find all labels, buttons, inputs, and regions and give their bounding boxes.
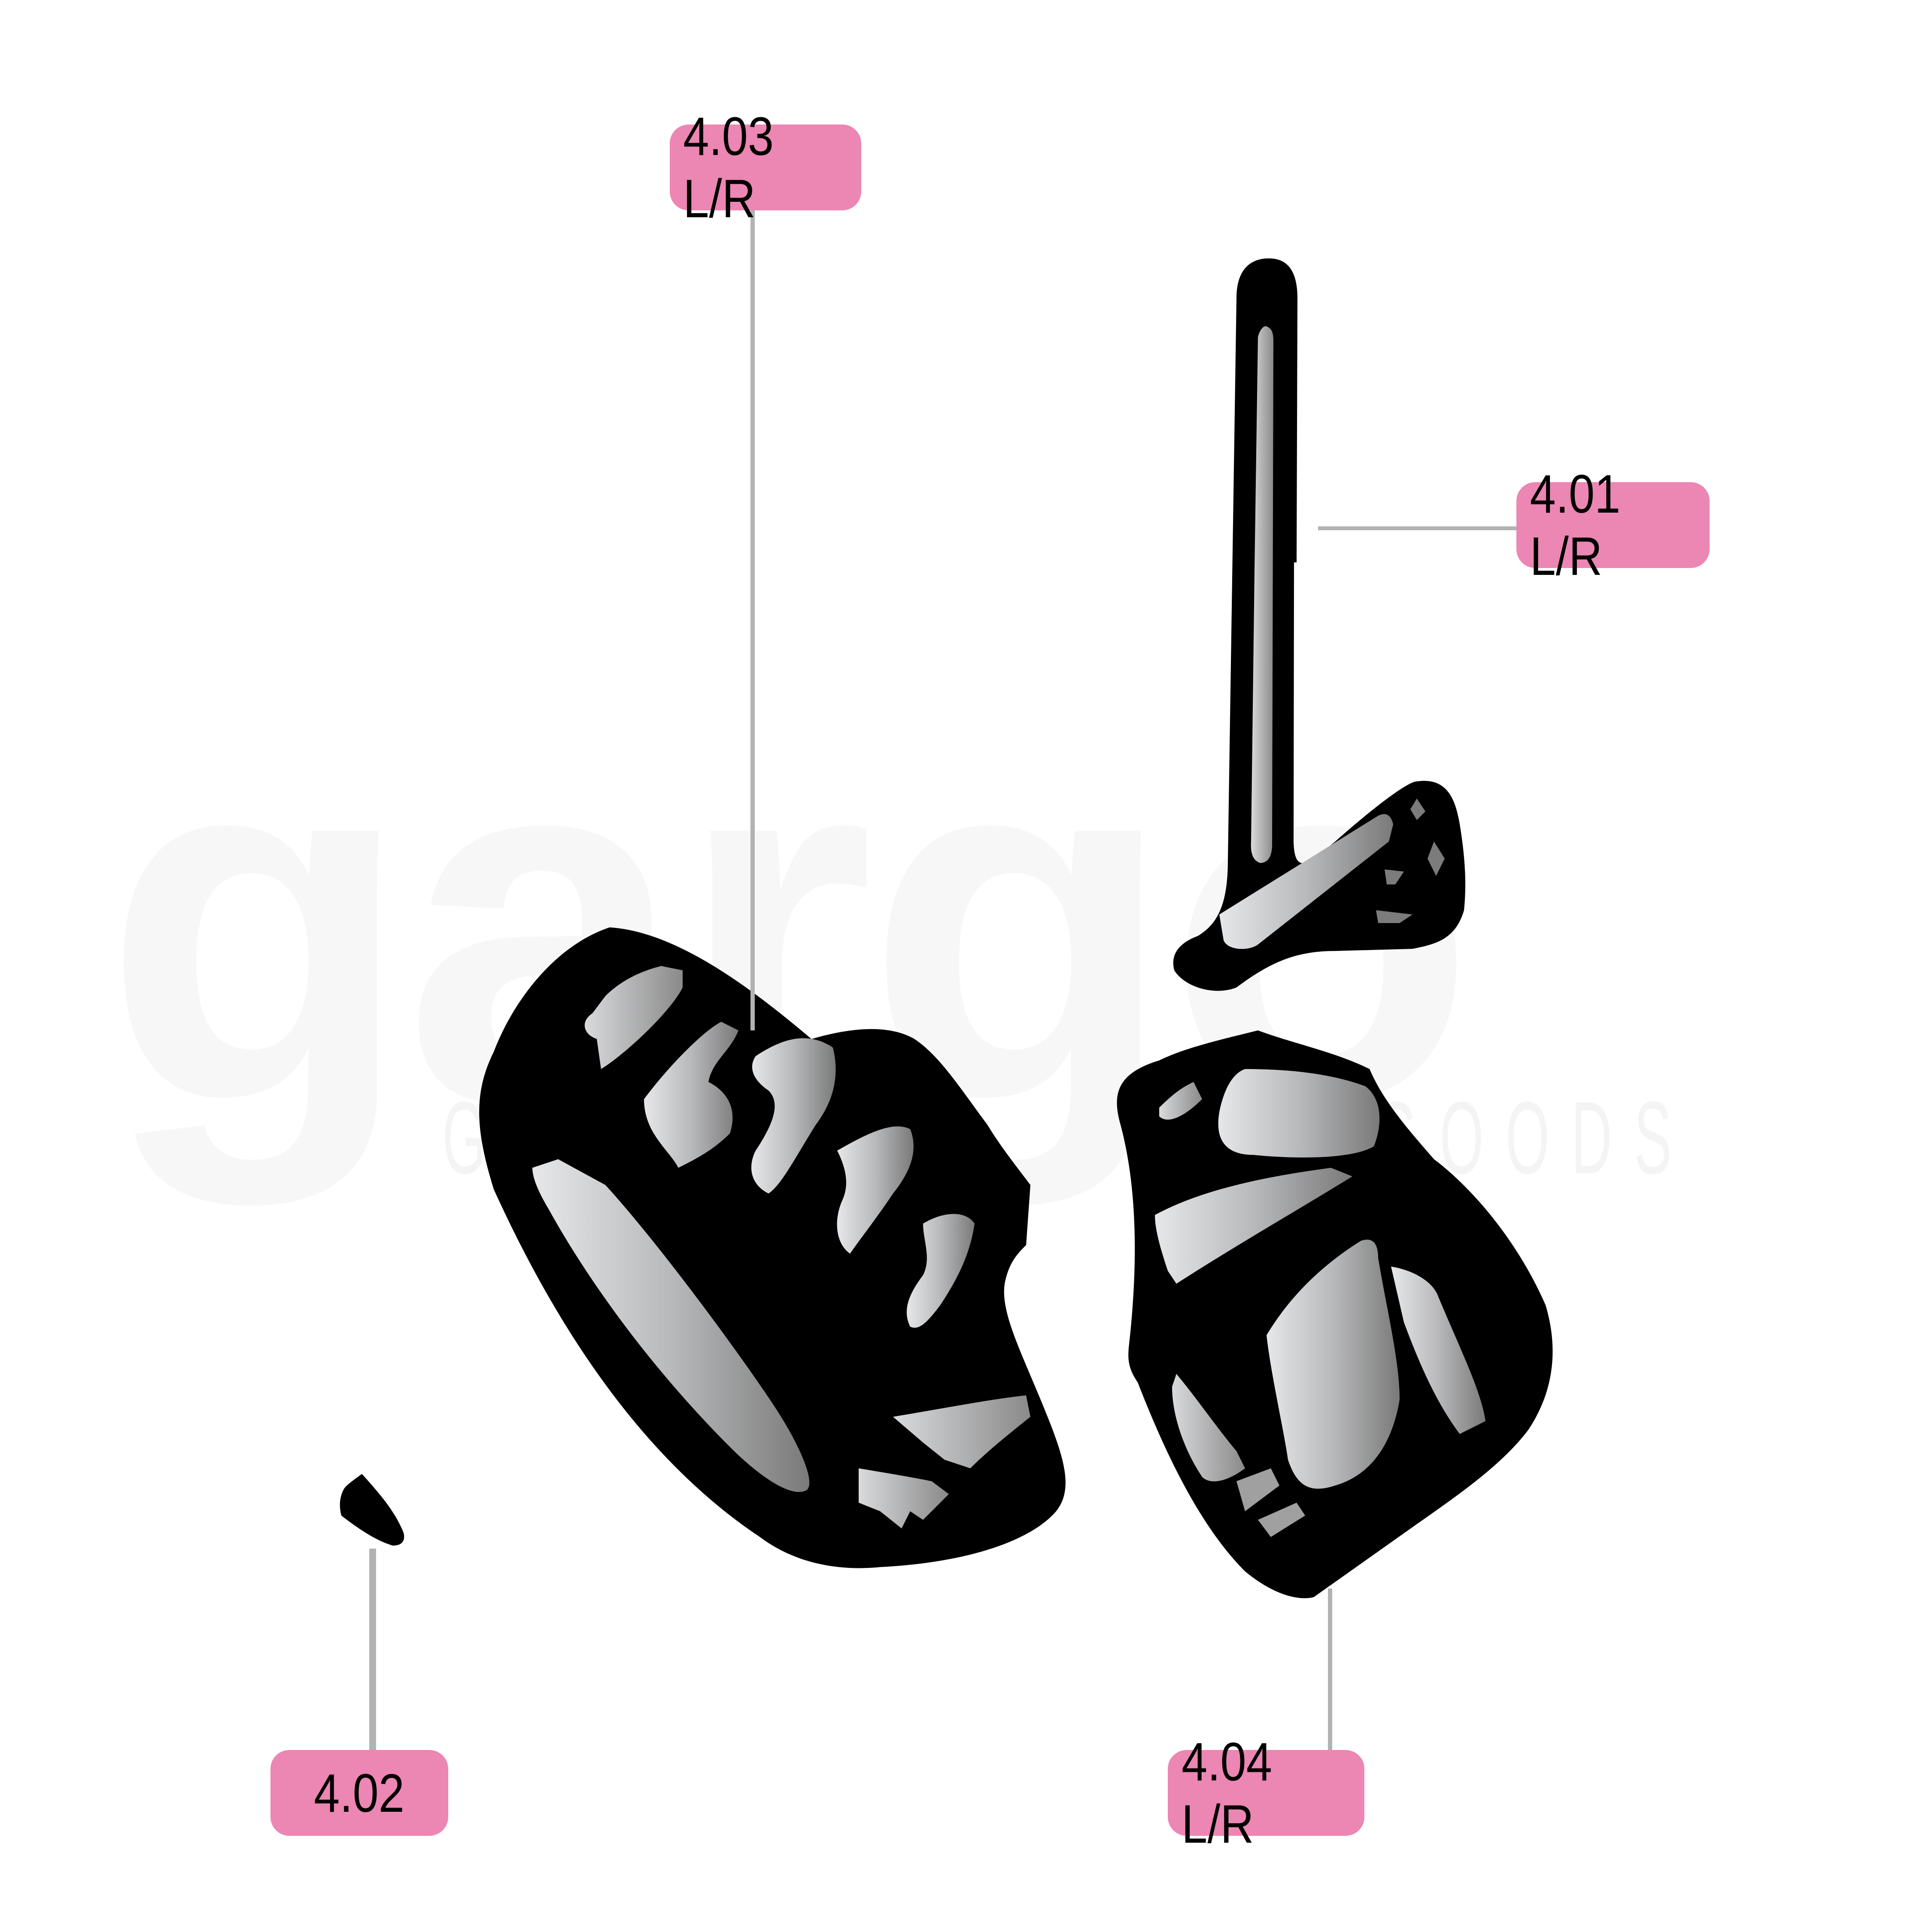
part-4-02-clip (340, 1474, 404, 1546)
callout-4-01[interactable]: 4.01 L/R (1516, 464, 1710, 586)
part-4-04-guard (1117, 1030, 1553, 1598)
callout-4-03[interactable]: 4.03 L/R (670, 106, 861, 229)
leader-line-4-01 (1318, 526, 1516, 530)
callout-4-03-label: 4.03 L/R (683, 106, 774, 229)
callout-4-04-label: 4.04 L/R (1182, 1732, 1272, 1854)
part-4-03-guard (479, 927, 1066, 1568)
part-4-01-rod (1173, 258, 1465, 991)
leader-line-4-04 (1328, 1589, 1332, 1750)
leader-line-4-02 (369, 1549, 376, 1750)
callout-4-02-label: 4.02 (314, 1762, 405, 1823)
callout-4-04[interactable]: 4.04 L/R (1168, 1732, 1364, 1854)
callout-4-01-label: 4.01 L/R (1530, 464, 1621, 586)
leader-line-4-03 (750, 210, 755, 1030)
callout-4-02[interactable]: 4.02 (270, 1750, 448, 1836)
